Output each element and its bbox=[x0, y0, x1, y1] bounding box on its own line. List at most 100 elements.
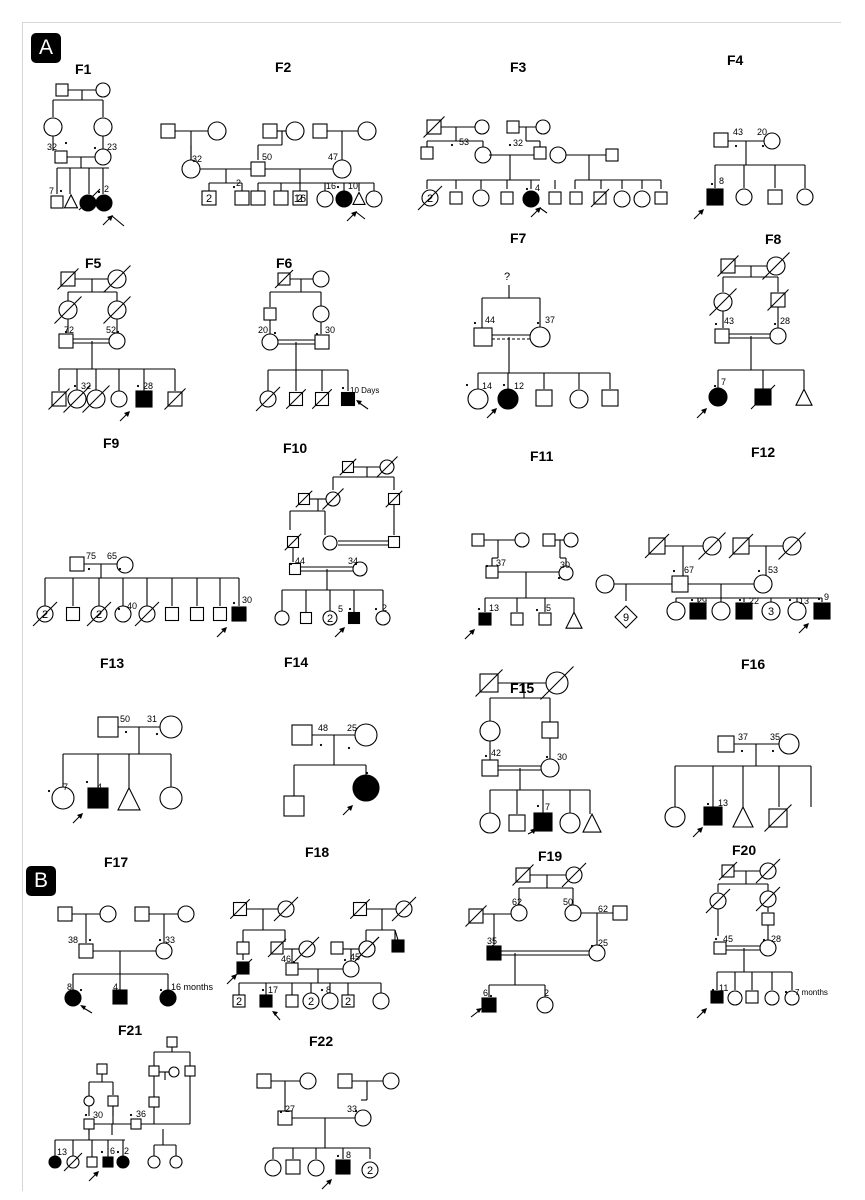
sequenced-dot bbox=[817, 597, 821, 601]
age-label: 1 bbox=[369, 788, 374, 798]
age-label: 2 bbox=[236, 178, 241, 188]
sequenced-dot bbox=[784, 990, 788, 994]
deceased-slash bbox=[349, 898, 371, 920]
sequenced-dot bbox=[116, 1150, 120, 1154]
family-title: F8 bbox=[765, 231, 782, 247]
deceased-slash bbox=[767, 289, 789, 311]
age-label: 75 bbox=[86, 551, 96, 561]
age-label: 35 bbox=[487, 936, 497, 946]
age-label: 67 bbox=[684, 565, 694, 575]
sequenced-dot bbox=[279, 1110, 283, 1114]
sequenced-dot bbox=[788, 598, 792, 602]
panel-a-badge: A bbox=[31, 33, 61, 63]
deceased-slash bbox=[229, 898, 251, 920]
age-label: 65 bbox=[107, 551, 117, 561]
age-label: 33 bbox=[165, 935, 175, 945]
age-label: 17 bbox=[268, 985, 278, 995]
age-label: 53 bbox=[768, 565, 778, 575]
age-label: 28 bbox=[771, 934, 781, 944]
male bbox=[745, 990, 759, 1004]
age-label: 62 bbox=[512, 897, 522, 907]
age-label: 32 bbox=[47, 142, 57, 152]
sequenced-dot bbox=[232, 601, 236, 605]
female bbox=[159, 715, 183, 739]
deceased-slash bbox=[728, 533, 754, 559]
age-label: 5 bbox=[338, 604, 343, 614]
age-label: 37 bbox=[496, 558, 506, 568]
sequenced-dot bbox=[525, 187, 529, 191]
male bbox=[97, 716, 119, 738]
age-label: 32 bbox=[81, 381, 91, 391]
deceased-slash bbox=[267, 938, 287, 958]
sequenced-dot bbox=[450, 143, 454, 147]
age-label: 47 bbox=[328, 152, 338, 162]
age-label: 45 bbox=[723, 934, 733, 944]
sequenced-dot bbox=[473, 321, 477, 325]
male bbox=[714, 328, 730, 344]
sequenced-dot bbox=[740, 749, 744, 753]
sequenced-dot bbox=[354, 562, 358, 566]
female bbox=[365, 190, 383, 208]
male bbox=[535, 389, 553, 407]
sequenced-dot bbox=[761, 144, 765, 148]
age-label: 30 bbox=[325, 325, 335, 335]
affected-female bbox=[335, 190, 353, 208]
deceased-slash bbox=[48, 388, 70, 410]
female bbox=[613, 190, 631, 208]
female bbox=[787, 601, 807, 621]
deceased-slash bbox=[698, 532, 726, 560]
age-label: 50 bbox=[262, 152, 272, 162]
male bbox=[283, 795, 305, 817]
sibship-count: 2 bbox=[367, 1165, 373, 1177]
female bbox=[796, 188, 814, 206]
age-label: 28 bbox=[780, 316, 790, 326]
female bbox=[321, 992, 339, 1010]
age-label: 8 bbox=[67, 982, 72, 992]
proband-arrowhead bbox=[93, 1171, 99, 1177]
deceased-slash bbox=[561, 862, 587, 888]
deceased-slash bbox=[82, 385, 110, 413]
proband-arrowhead bbox=[701, 408, 707, 414]
male bbox=[767, 189, 783, 205]
affected-female bbox=[522, 190, 540, 208]
line bbox=[394, 929, 399, 941]
sequenced-dot bbox=[64, 141, 68, 145]
male bbox=[201, 190, 217, 206]
sequenced-dot bbox=[159, 988, 163, 992]
age-label: 7 months bbox=[795, 988, 828, 997]
sequenced-dot bbox=[502, 383, 506, 387]
deceased-slash bbox=[778, 532, 806, 560]
male bbox=[341, 994, 355, 1008]
female bbox=[764, 990, 780, 1006]
age-label: 29 bbox=[697, 596, 707, 606]
affected-female bbox=[352, 774, 380, 802]
female bbox=[95, 82, 111, 98]
age-label: 2 bbox=[104, 184, 109, 194]
family-title: F12 bbox=[751, 444, 775, 460]
miscarriage-triangle bbox=[795, 387, 813, 406]
female bbox=[99, 905, 117, 923]
male bbox=[164, 606, 180, 622]
female bbox=[514, 532, 530, 548]
sequenced-dot bbox=[690, 598, 694, 602]
sequenced-dot bbox=[347, 746, 351, 750]
male bbox=[148, 1096, 160, 1108]
deceased-slash bbox=[391, 896, 417, 922]
male bbox=[330, 941, 344, 955]
proband-arrow bbox=[355, 211, 366, 220]
proband-arrowhead bbox=[351, 211, 357, 217]
female bbox=[261, 333, 279, 351]
female bbox=[354, 1109, 372, 1127]
male bbox=[713, 132, 729, 148]
female bbox=[147, 1155, 161, 1169]
sequenced-dot bbox=[545, 755, 549, 759]
male bbox=[107, 1095, 119, 1107]
proband-arrow bbox=[489, 408, 497, 416]
deceased-slash bbox=[475, 669, 503, 697]
deceased-slash bbox=[294, 936, 320, 962]
